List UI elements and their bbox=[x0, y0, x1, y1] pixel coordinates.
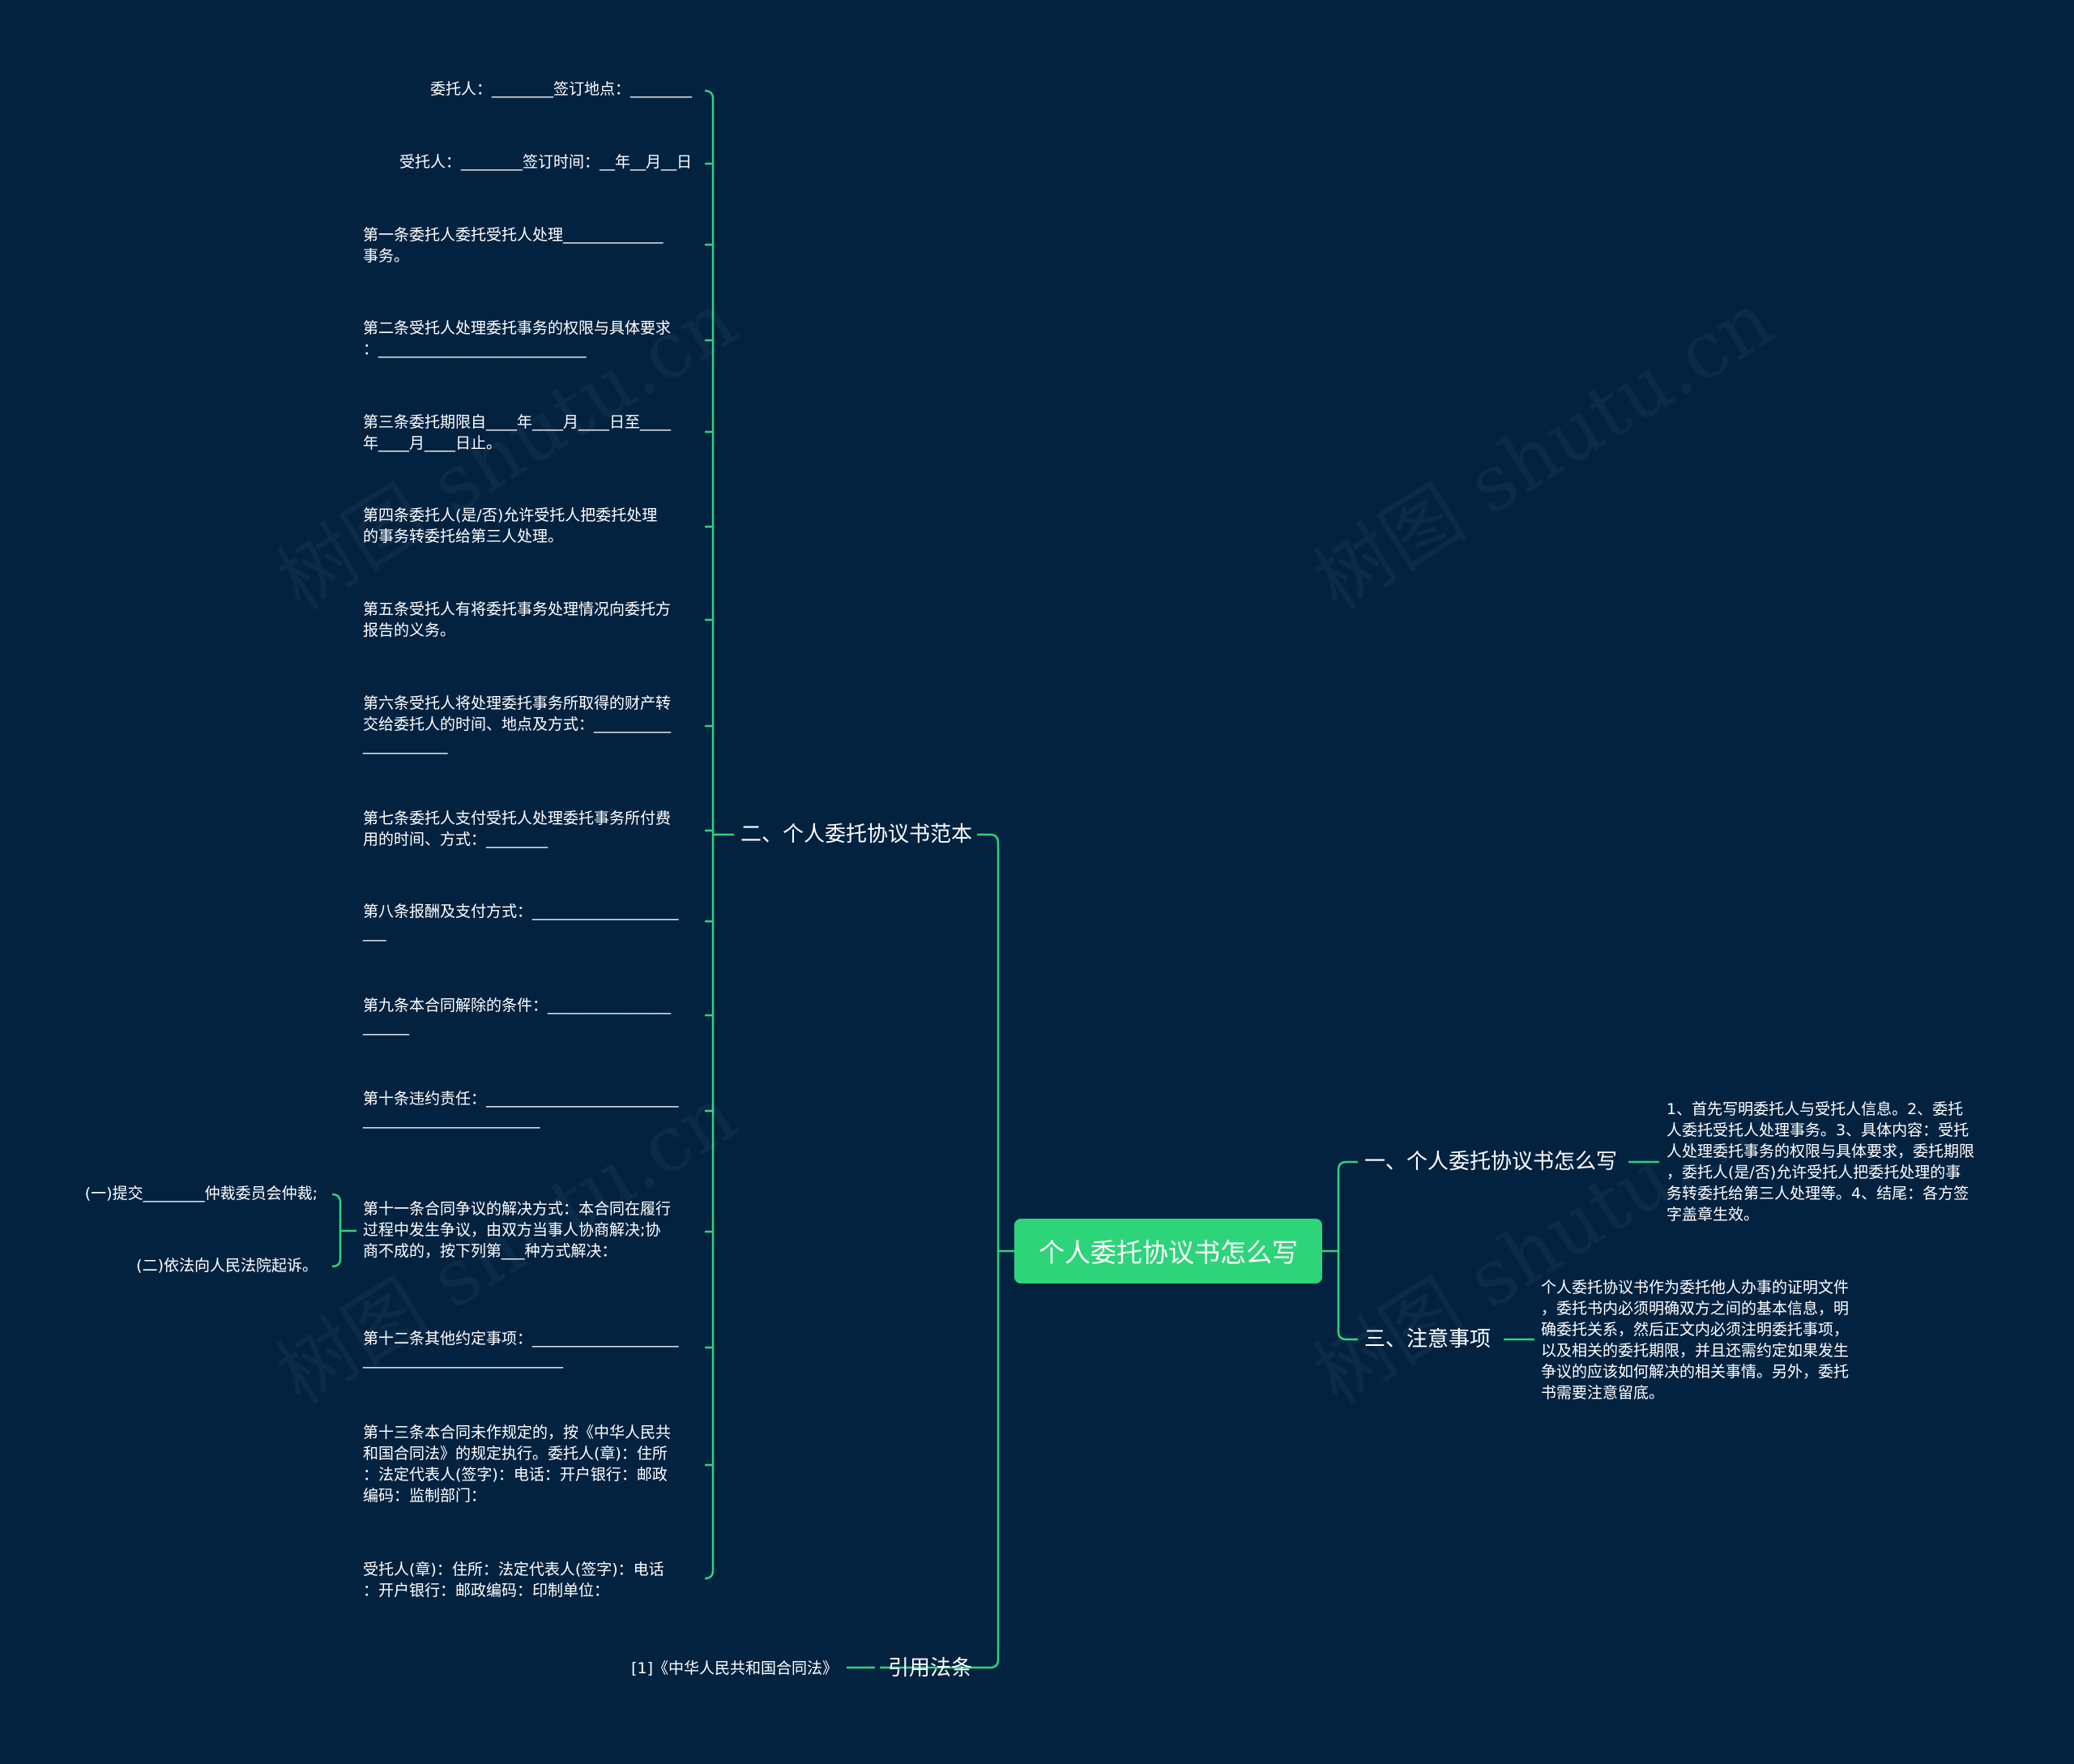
branch-law[interactable]: 引用法条 bbox=[888, 1656, 973, 1681]
sample-item[interactable]: 委托人：________签订地点：________ bbox=[429, 80, 692, 98]
sample-item[interactable]: 第九条本合同解除的条件：________________ ______ bbox=[363, 997, 672, 1036]
how-detail[interactable]: 1、首先写明委托人与受托人信息。2、委托 人委托受托人处理事务。3、具体内容：受… bbox=[1666, 1100, 1975, 1224]
branch-how[interactable]: 一、个人委托协议书怎么写 bbox=[1364, 1150, 1618, 1174]
branch-sample[interactable]: 二、个人委托协议书范本 bbox=[740, 822, 973, 847]
sample-item[interactable]: 第十二条其他约定事项：___________________ _________… bbox=[363, 1330, 679, 1369]
dispute-option[interactable]: (一)提交________仲裁委员会仲裁; bbox=[84, 1185, 318, 1202]
sample-item[interactable]: 第七条委托人支付受托人处理委托事务所付费 用的时间、方式：________ bbox=[363, 809, 672, 848]
sample-item[interactable]: 第一条委托人委托受托人处理_____________ 事务。 bbox=[363, 226, 664, 265]
sample-item[interactable]: 第二条受托人处理委托事务的权限与具体要求 ：__________________… bbox=[363, 319, 672, 358]
branch-notes[interactable]: 三、注意事项 bbox=[1364, 1327, 1491, 1352]
notes-detail[interactable]: 个人委托协议书作为委托他人办事的证明文件 ，委托书内必须明确双方之间的基本信息，… bbox=[1541, 1279, 1850, 1402]
sample-item[interactable]: 第三条委托期限自____年____月____日至____ 年____月____日… bbox=[363, 413, 672, 452]
dispute-option[interactable]: (二)依法向人民法院起诉。 bbox=[136, 1257, 318, 1275]
dispute-spine bbox=[331, 1193, 342, 1268]
sample-item[interactable]: 第十条违约责任：_________________________ ______… bbox=[363, 1090, 679, 1129]
sample-item[interactable]: 第八条报酬及支付方式：___________________ ___ bbox=[363, 903, 679, 942]
main-spine-left bbox=[989, 833, 1000, 1669]
sample-item[interactable]: 受托人(章)：住所：法定代表人(签字)：电话 ：开户银行：邮政编码：印制单位： bbox=[363, 1561, 664, 1600]
sample-item[interactable]: 第四条委托人(是/否)允许受托人把委托处理 的事务转委托给第三人处理。 bbox=[363, 506, 658, 545]
sample-item[interactable]: 第十三条本合同未作规定的，按《中华人民共 和国合同法》的规定执行。委托人(章)：… bbox=[363, 1424, 672, 1505]
law-item[interactable]: [1]《中华人民共和国合同法》 bbox=[631, 1659, 838, 1677]
sample-item[interactable]: 第五条受托人有将委托事务处理情况向委托方 报告的义务。 bbox=[363, 600, 672, 639]
sample-item[interactable]: 受托人：________签订时间：__年__月__日 bbox=[399, 153, 692, 171]
sample-item[interactable]: 第六条受托人将处理委托事务所取得的财产转 交给委托人的时间、地点及方式：____… bbox=[363, 694, 672, 754]
sample-item[interactable]: 第十一条合同争议的解决方式：本合同在履行 过程中发生争议，由双方当事人协商解决;… bbox=[363, 1200, 672, 1260]
root-node[interactable]: 个人委托协议书怎么写 bbox=[1014, 1219, 1322, 1283]
main-spine-right bbox=[1337, 1160, 1347, 1341]
